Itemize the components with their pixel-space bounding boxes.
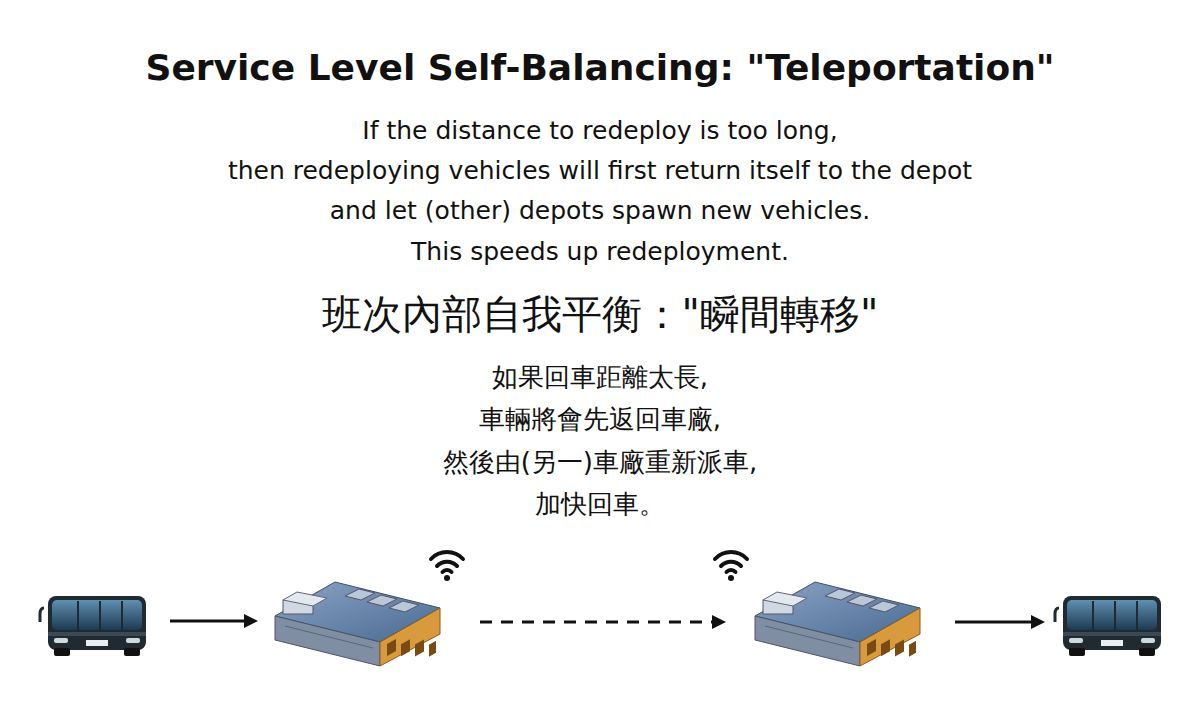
english-note: If the distance to redeploy is too long,	[0, 116, 1200, 146]
bus-icon	[40, 596, 146, 656]
chinese-note: 加快回車。	[0, 489, 1200, 520]
depot-icon	[755, 582, 920, 666]
dashed-arrow	[480, 615, 726, 629]
title: Service Level Self-Balancing: "Teleporta…	[0, 46, 1200, 89]
english-note: then redeploying vehicles will first ret…	[0, 156, 1200, 186]
wifi-icon	[431, 552, 463, 581]
english-note: and let (other) depots spawn new vehicle…	[0, 196, 1200, 226]
arrow	[170, 614, 258, 628]
english-note: This speeds up redeployment.	[0, 237, 1200, 267]
chinese-heading: 班次內部自我平衡："瞬間轉移"	[0, 290, 1200, 338]
depot-icon	[275, 582, 440, 666]
chinese-note: 如果回車距離太長,	[0, 362, 1200, 393]
bus-icon	[1055, 596, 1161, 656]
chinese-note: 然後由(另一)車廠重新派車,	[0, 447, 1200, 478]
wifi-icon	[715, 552, 747, 581]
chinese-note: 車輛將會先返回車廠,	[0, 404, 1200, 435]
arrow	[955, 615, 1045, 629]
